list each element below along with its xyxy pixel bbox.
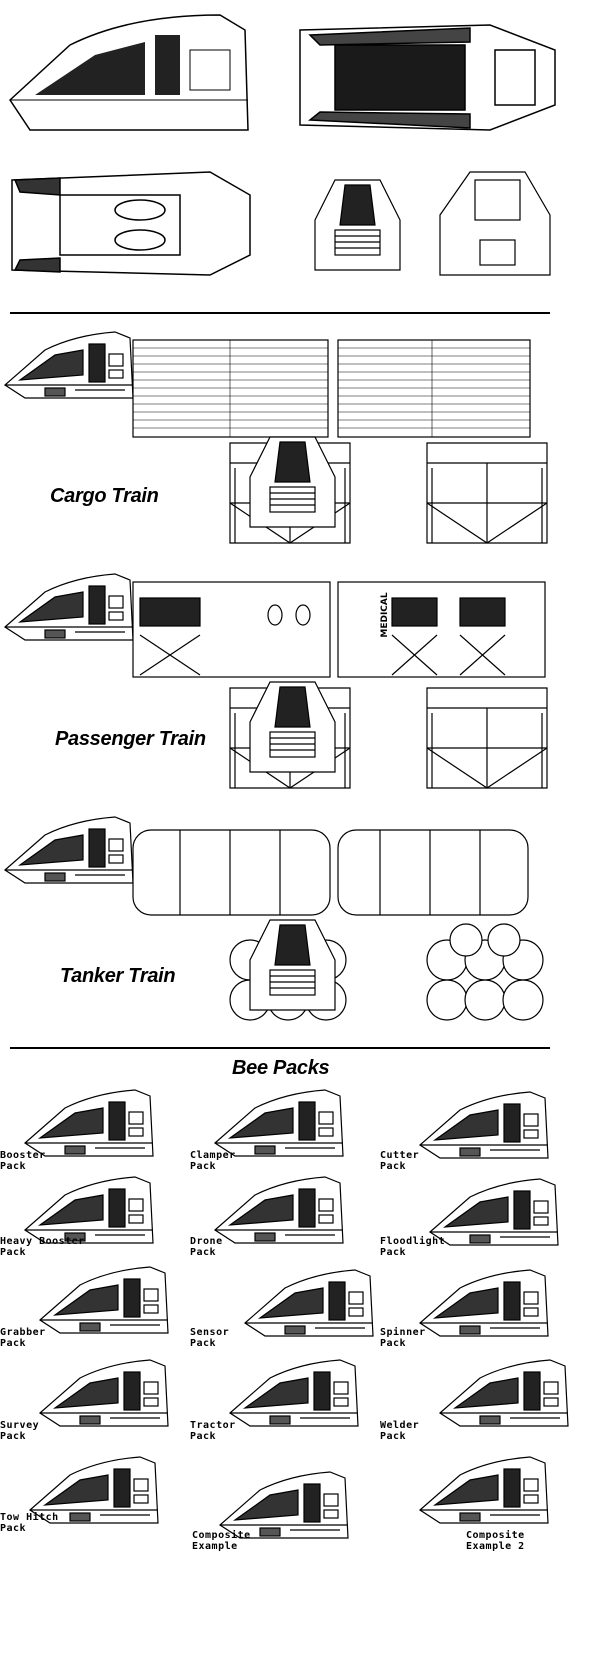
medical-marking: MEDICAL bbox=[380, 592, 390, 637]
top-view bbox=[299, 24, 556, 131]
tanker-bee-front bbox=[249, 919, 336, 1011]
passenger-train-rear bbox=[426, 687, 548, 789]
cargo-bee-front bbox=[249, 436, 336, 528]
cargo-train-side bbox=[4, 331, 531, 438]
front-view bbox=[314, 179, 401, 271]
tanker-train-side bbox=[4, 816, 529, 916]
passenger-bee-front bbox=[249, 681, 336, 773]
rear-view bbox=[439, 171, 551, 276]
tanker-train-rear bbox=[426, 923, 544, 1021]
side-view bbox=[9, 14, 249, 131]
section-divider bbox=[10, 1047, 550, 1049]
passenger-train-title: Passenger Train bbox=[55, 728, 206, 750]
passenger-train-side bbox=[4, 573, 546, 678]
section-divider bbox=[10, 312, 550, 314]
bottom-view bbox=[11, 171, 251, 276]
bee-packs-title: Bee Packs bbox=[232, 1057, 330, 1079]
cargo-train-rear bbox=[426, 442, 548, 544]
cargo-train-title: Cargo Train bbox=[50, 485, 159, 507]
bee-pack-drawings bbox=[24, 1089, 569, 1539]
tanker-train-title: Tanker Train bbox=[60, 965, 176, 987]
